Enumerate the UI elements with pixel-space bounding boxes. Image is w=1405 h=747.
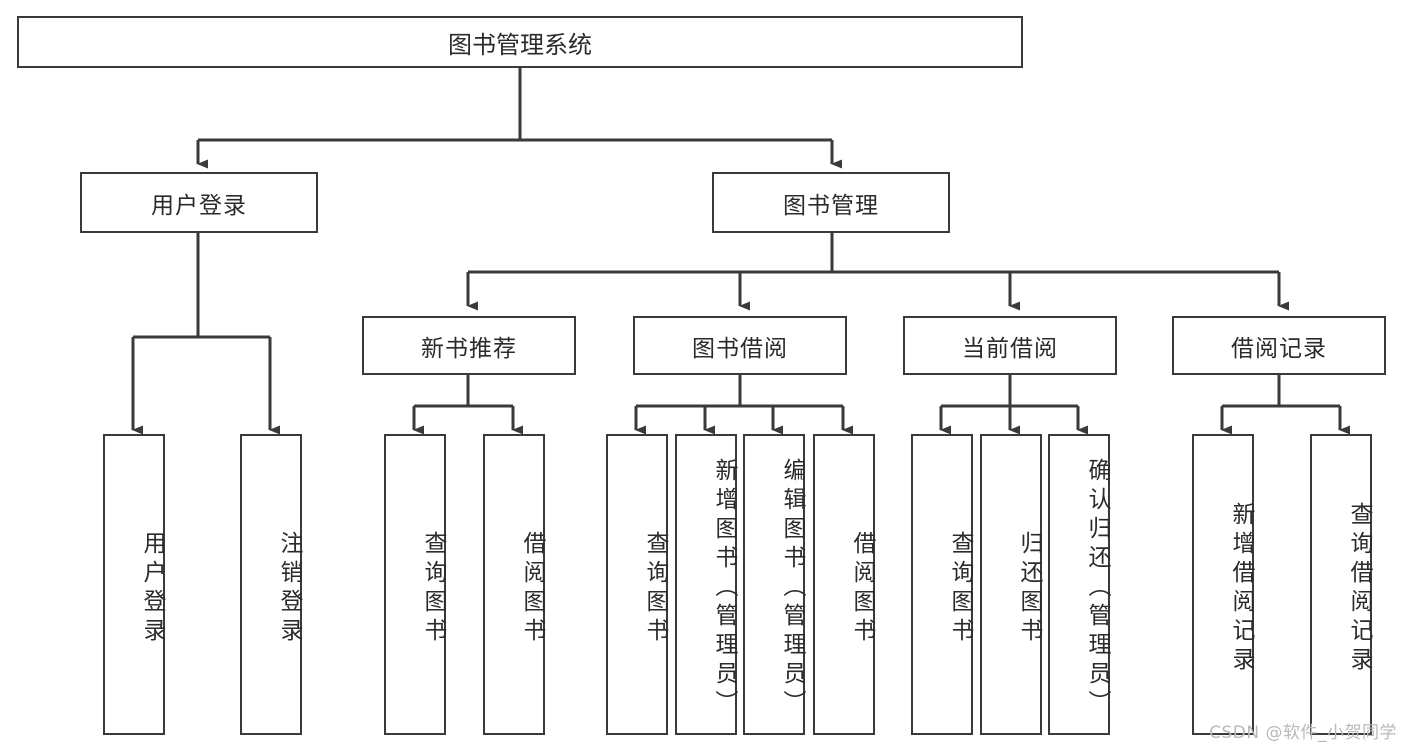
node-user-login[interactable]: 用户登录: [80, 172, 318, 233]
leaf-user-login[interactable]: 用户登录: [103, 434, 165, 735]
node-book-manage[interactable]: 图书管理: [712, 172, 950, 233]
leaf-query-book-3[interactable]: 查询图书: [911, 434, 973, 735]
leaf-query-book-2[interactable]: 查询图书: [606, 434, 668, 735]
watermark: CSDN @软件_小贺同学: [1209, 723, 1397, 743]
leaf-add-book[interactable]: 新增图书（管理员）: [675, 434, 737, 735]
node-new-book-recommend[interactable]: 新书推荐: [362, 316, 576, 375]
node-book-borrow[interactable]: 图书借阅: [633, 316, 847, 375]
node-current-borrow[interactable]: 当前借阅: [903, 316, 1117, 375]
leaf-edit-book[interactable]: 编辑图书（管理员）: [743, 434, 805, 735]
node-borrow-record[interactable]: 借阅记录: [1172, 316, 1386, 375]
leaf-logout[interactable]: 注销登录: [240, 434, 302, 735]
node-root[interactable]: 图书管理系统: [17, 16, 1023, 68]
leaf-borrow-book-2[interactable]: 借阅图书: [813, 434, 875, 735]
leaf-query-record[interactable]: 查询借阅记录: [1310, 434, 1372, 735]
leaf-return-book[interactable]: 归还图书: [980, 434, 1042, 735]
leaf-confirm-return[interactable]: 确认归还（管理员）: [1048, 434, 1110, 735]
leaf-query-book-1[interactable]: 查询图书: [384, 434, 446, 735]
leaf-borrow-book-1[interactable]: 借阅图书: [483, 434, 545, 735]
leaf-add-record[interactable]: 新增借阅记录: [1192, 434, 1254, 735]
